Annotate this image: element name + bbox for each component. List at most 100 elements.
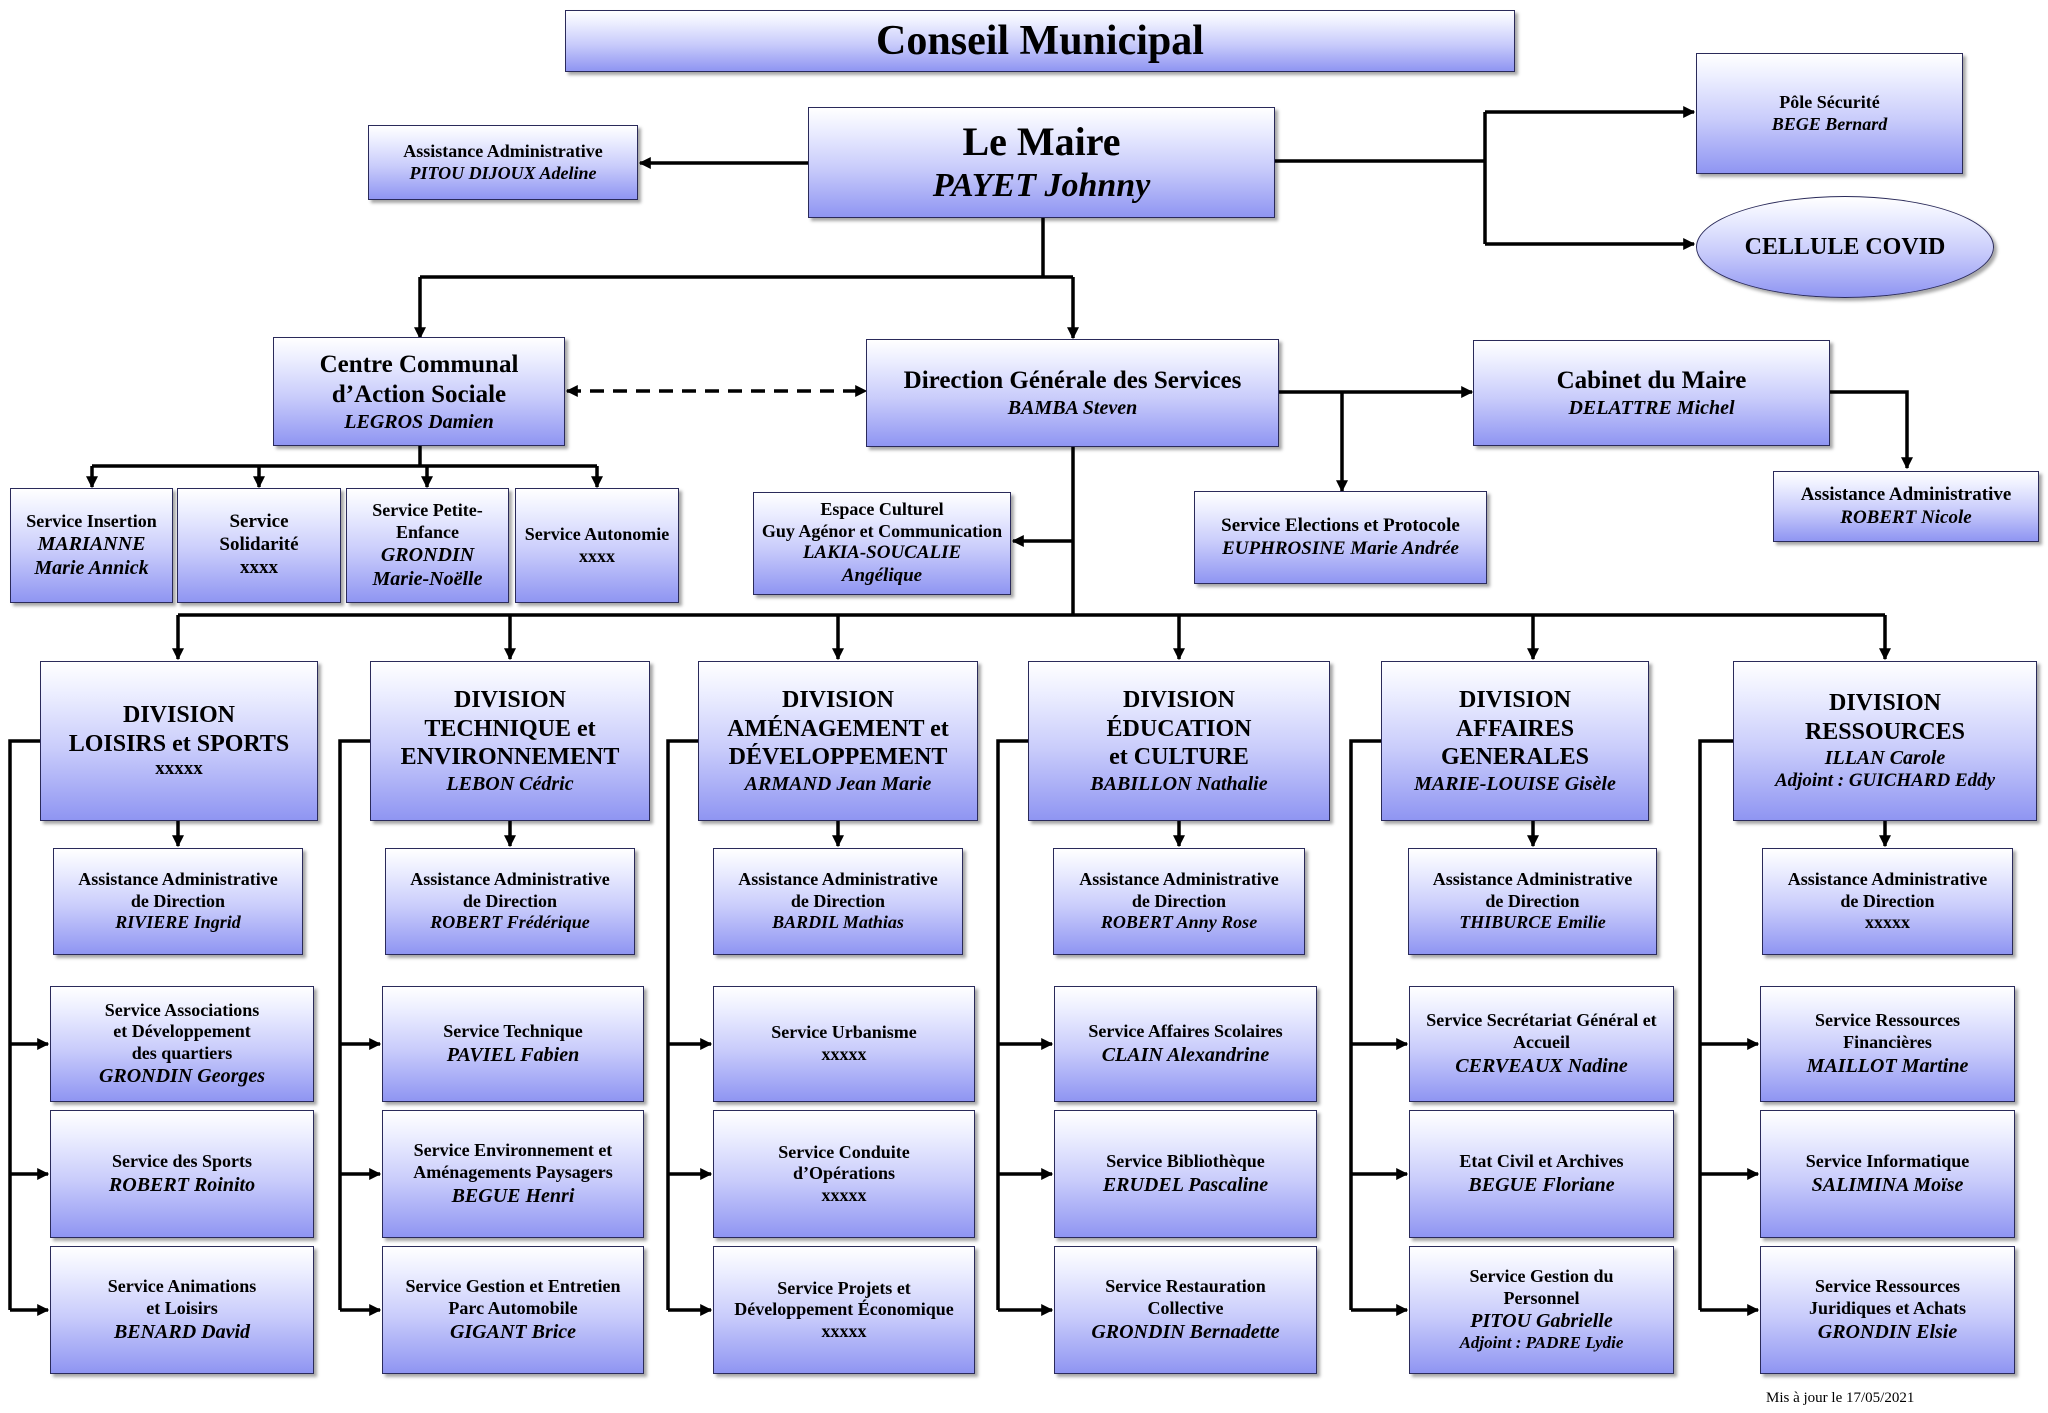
division-title-line: DIVISION <box>1458 686 1572 713</box>
division-assistant-line: de Direction <box>1840 890 1935 911</box>
division-service-line: Service Associations <box>104 999 260 1020</box>
division-title-line: AFFAIRES GENERALES <box>1440 715 1590 771</box>
ccas-title-line2: d’Action Sociale <box>331 380 507 408</box>
division-service-name: PAVIEL Fabien <box>446 1043 580 1066</box>
division-assistant-line: Assistance Administrative <box>1079 869 1279 890</box>
division-service-name: ROBERT Roinito <box>108 1173 256 1196</box>
division-service-line: Service Bibliothèque <box>1106 1151 1265 1172</box>
cabinet-name: DELATTRE Michel <box>1568 397 1735 419</box>
division-service-name: CLAIN Alexandrine <box>1101 1043 1270 1066</box>
ccas-service-name: GRONDIN <box>380 544 475 567</box>
division-title-line: RESSOURCES <box>1804 718 1966 745</box>
covid-box: CELLULE COVID <box>1696 196 1994 298</box>
division-service-line: Service Ressources <box>1814 1276 1961 1297</box>
ccas-service-insertion: Service Insertion MARIANNE Marie Annick <box>10 488 173 603</box>
division-service-name: GIGANT Brice <box>449 1320 577 1343</box>
espace-box: Espace Culturel Guy Agénor et Communicat… <box>753 492 1011 595</box>
division-assistant-name: ROBERT Anny Rose <box>1100 912 1258 933</box>
division-service-line: Juridiques et Achats <box>1808 1298 1967 1318</box>
division-service-line: Service Restauration <box>1105 1276 1266 1297</box>
security-box: Pôle Sécurité BEGE Bernard <box>1696 53 1963 174</box>
ccas-service-line: xxxx <box>240 556 278 578</box>
division-service-name: PITOU Gabrielle <box>1470 1310 1613 1333</box>
division-assistant-line: de Direction <box>1131 890 1227 911</box>
ccas-service-line: Enfance <box>396 521 459 542</box>
elections-title: Service Elections et Protocole <box>1221 514 1460 536</box>
covid-title: CELLULE COVID <box>1744 233 1946 260</box>
cabinet-box: Cabinet du Maire DELATTRE Michel <box>1473 340 1830 446</box>
division-service-line: Service Conduite <box>778 1141 910 1162</box>
mayor-assistant-title: Assistance Administrative <box>403 140 603 161</box>
division-service-line: Développement Économique <box>734 1299 954 1320</box>
division-title-line: DIVISION <box>453 686 567 713</box>
mayor-assistant-name: PITOU DIJOUX Adeline <box>409 162 597 183</box>
division-service-name: GRONDIN Georges <box>98 1065 266 1088</box>
dgs-box: Direction Générale des Services BAMBA St… <box>866 339 1279 447</box>
ccas-service-line: Service Petite- <box>372 499 483 520</box>
division-title-line: TECHNIQUE et <box>424 715 596 742</box>
division-title-line: DIVISION <box>1828 689 1942 716</box>
cabinet-assistant-name: ROBERT Nicole <box>1840 506 1972 528</box>
security-title: Pôle Sécurité <box>1779 91 1880 112</box>
ccas-title-line1: Centre Communal <box>319 350 519 378</box>
division-service-line: Service des Sports <box>112 1151 252 1172</box>
division-service-line: Accueil <box>1513 1032 1570 1052</box>
division-service-line: xxxxx <box>821 1044 867 1064</box>
elections-box: Service Elections et Protocole EUPHROSIN… <box>1194 491 1487 584</box>
division-service-line: Aménagements Paysagers <box>413 1162 613 1182</box>
cabinet-assistant-box: Assistance Administrative ROBERT Nicole <box>1773 471 2039 542</box>
ccas-service-line: Service <box>229 511 289 533</box>
division-service-name: ERUDEL Pascaline <box>1102 1173 1269 1196</box>
dgs-title: Direction Générale des Services <box>903 367 1242 394</box>
division-service-line: Service Projets et <box>777 1277 911 1298</box>
division-assistant-name: BARDIL Mathias <box>772 912 904 933</box>
division-head-name: BABILLON Nathalie <box>1090 773 1268 796</box>
division-assistant-line: de Direction <box>462 890 558 911</box>
division-assistant-name: xxxxx <box>1865 912 1910 933</box>
ccas-service-line: Service Insertion <box>26 510 157 531</box>
division-service-line: Service Secrétariat Général et <box>1426 1010 1657 1031</box>
mayor-box: Le Maire PAYET Johnny <box>808 107 1275 218</box>
division-sub: Adjoint : GUICHARD Eddy <box>1774 770 1996 792</box>
update-note: Mis à jour le 17/05/2021 <box>1766 1390 1915 1406</box>
ccas-service-line: Solidarité <box>219 534 299 556</box>
ccas-service-petite-enfance: Service Petite- Enfance GRONDIN Marie-No… <box>346 488 509 603</box>
division-service-line: Service Urbanisme <box>771 1022 917 1043</box>
ccas-service-name: Marie-Noëlle <box>372 568 483 591</box>
division-service-line: Service Affaires Scolaires <box>1088 1021 1283 1042</box>
espace-name2: Angélique <box>841 565 923 587</box>
division-head-name: ILLAN Carole <box>1824 747 1946 770</box>
division-service-line: et Loisirs <box>146 1298 218 1318</box>
division-title-line: DÉVELOPPEMENT <box>728 744 948 771</box>
division-service-line: Service Gestion du <box>1469 1266 1614 1287</box>
division-service-line: des quartiers <box>131 1042 233 1063</box>
ccas-service-autonomie: Service Autonomie xxxx <box>515 488 679 603</box>
division-service-line: Collective <box>1147 1298 1224 1318</box>
division-service-line: xxxxx <box>821 1320 867 1341</box>
division-head-name: LEBON Cédric <box>446 773 574 796</box>
division-assistant-name: RIVIERE Ingrid <box>115 912 241 933</box>
division-service-name: BEGUE Henri <box>451 1184 575 1207</box>
council-box: Conseil Municipal <box>565 10 1515 72</box>
ccas-box: Centre Communal d’Action Sociale LEGROS … <box>273 337 565 446</box>
division-service-line: Etat Civil et Archives <box>1459 1151 1624 1172</box>
